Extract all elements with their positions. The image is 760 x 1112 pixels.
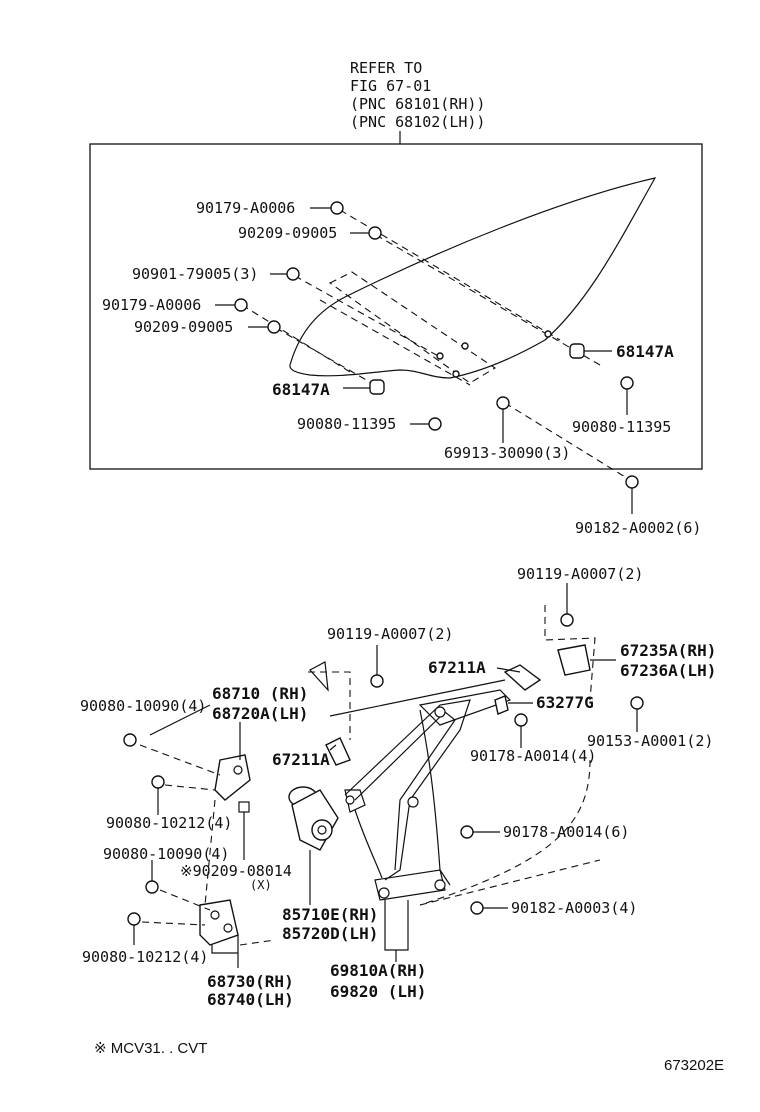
clip-icon (496, 396, 510, 410)
part-label: 68730(RH) (207, 972, 294, 991)
bolt-icon (123, 733, 137, 747)
regulator-arm (344, 699, 471, 881)
part-label: (X) (250, 878, 272, 892)
part-label: 85720D(LH) (282, 924, 378, 943)
part-label: 67211A (428, 658, 486, 677)
glass-channel (328, 271, 497, 384)
part-label: 85710E(RH) (282, 905, 378, 924)
door-bracket-upper (214, 754, 251, 813)
refer-to-line-3: (PNC 68101(RH)) (350, 95, 485, 113)
bolt-icon (630, 696, 644, 710)
nut-icon (234, 298, 248, 312)
part-label: 69913-30090(3) (444, 444, 570, 462)
footnote: ※ MCV31. . CVT (94, 1040, 207, 1057)
part-label: 90153-A0001(2) (587, 732, 713, 750)
door-bracket-lower (199, 899, 239, 946)
refer-to-line-1: REFER TO (350, 59, 422, 77)
figure-id: 673202E (664, 1057, 724, 1074)
nut-icon (514, 713, 528, 727)
refer-to-line-2: FIG 67-01 (350, 77, 431, 95)
bolt-icon (428, 417, 442, 431)
regulator-assembly (344, 689, 512, 901)
part-label: 68710 (RH) (212, 684, 308, 703)
part-label: 68740(LH) (207, 990, 294, 1009)
bolt-icon (560, 613, 574, 627)
part-label: 90179-A0006 (102, 296, 201, 314)
part-label: 90209-09005 (134, 318, 233, 336)
bolt-icon (620, 376, 634, 390)
bolt-icon (370, 674, 384, 688)
part-label: 67236A(LH) (620, 661, 716, 680)
run-channel-bracket (557, 644, 591, 676)
part-label: 69820 (LH) (330, 982, 426, 1001)
part-label: 90209-09005 (238, 224, 337, 242)
channel-clip (503, 664, 542, 691)
part-label: 90080-10212(4) (106, 814, 232, 832)
clip-icon (494, 695, 509, 715)
nut-icon (330, 201, 344, 215)
part-label: 68147A (272, 380, 330, 399)
refer-to-note: REFER TO FIG 67-01 (PNC 68101(RH)) (PNC … (350, 59, 485, 131)
part-label: 63277G (536, 693, 594, 712)
channel-clip-lower (325, 737, 351, 766)
part-label: 90178-A0014(4) (470, 747, 596, 765)
part-label: 90182-A0003(4) (511, 899, 637, 917)
washer-icon (267, 320, 281, 334)
part-label: 90901-79005(3) (132, 265, 258, 283)
part-label: 69810A(RH) (330, 961, 426, 980)
bushing-icon (369, 379, 385, 395)
part-label: 68720A(LH) (212, 704, 308, 723)
bushing-icon (569, 343, 585, 359)
bolt-icon (151, 775, 165, 789)
part-label: 90179-A0006 (196, 199, 295, 217)
window-motor (288, 786, 339, 851)
refer-to-line-4: (PNC 68102(LH)) (350, 113, 485, 131)
part-label: ※90209-08014 (180, 862, 292, 880)
regulator-base (374, 869, 446, 901)
part-label: 68147A (616, 342, 674, 361)
door-glass (289, 177, 657, 379)
clip-icon (286, 267, 300, 281)
part-label: 90119-A0007(2) (327, 625, 453, 643)
glass-group-frame (89, 143, 703, 470)
part-label: 67211A (272, 750, 330, 769)
part-label: 90080-10212(4) (82, 948, 208, 966)
regulator-arm-upper (418, 689, 512, 726)
bolt-icon (127, 912, 141, 926)
part-label: 90119-A0007(2) (517, 565, 643, 583)
part-label: 90182-A0002(6) (575, 519, 701, 537)
part-label: 90080-11395 (297, 415, 396, 433)
bolt-icon (145, 880, 159, 894)
part-label: 67235A(RH) (620, 641, 716, 660)
part-label: 90080-10090(4) (80, 697, 206, 715)
nut-icon (460, 825, 474, 839)
nut-icon (470, 901, 484, 915)
part-label: 90178-A0014(6) (503, 823, 629, 841)
part-label: 90080-11395 (572, 418, 671, 436)
part-label: 90080-10090(4) (103, 845, 229, 863)
washer-icon (368, 226, 382, 240)
nut-icon (625, 475, 639, 489)
